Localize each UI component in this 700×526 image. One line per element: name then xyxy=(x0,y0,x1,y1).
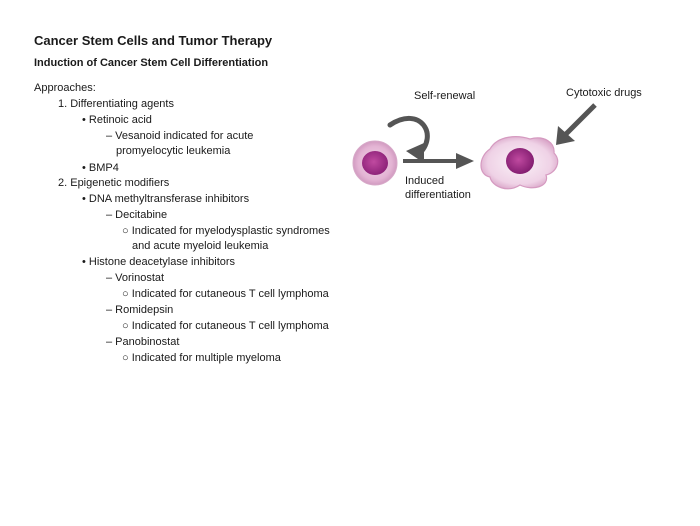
decitabine-item: – Decitabine xyxy=(106,209,168,221)
induced-differentiation-arrow xyxy=(403,153,474,169)
romidepsin-item: – Romidepsin xyxy=(106,304,174,316)
panobinostat-indication: ○ Indicated for multiple myeloma xyxy=(122,352,281,364)
vesanoid-item: – Vesanoid indicated for acute xyxy=(106,130,254,142)
vesanoid-item-cont: promyelocytic leukemia xyxy=(116,145,231,157)
approaches-heading: Approaches: xyxy=(34,82,96,94)
decitabine-indication-cont: and acute myeloid leukemia xyxy=(132,240,269,252)
decitabine-indication: ○ Indicated for myelodysplastic syndrome… xyxy=(122,225,330,237)
vorinostat-item: – Vorinostat xyxy=(106,272,165,284)
induced-differentiation-label-cont: differentiation xyxy=(405,189,471,201)
induced-differentiation-label: Induced xyxy=(405,175,445,187)
bmp4-item: • BMP4 xyxy=(82,162,119,174)
slide-subtitle: Induction of Cancer Stem Cell Differenti… xyxy=(34,57,269,69)
self-renewal-arrow xyxy=(387,116,430,163)
panobinostat-item: – Panobinostat xyxy=(106,336,180,348)
vorinostat-indication: ○ Indicated for cutaneous T cell lymphom… xyxy=(122,288,329,300)
cytotoxic-arrow xyxy=(556,103,597,145)
retinoic-acid-item: • Retinoic acid xyxy=(82,114,152,126)
differentiating-agents-item: 1. Differentiating agents xyxy=(58,98,174,110)
epigenetic-modifiers-item: 2. Epigenetic modifiers xyxy=(58,177,170,189)
self-renewal-label: Self-renewal xyxy=(414,90,476,102)
differentiation-diagram xyxy=(352,103,597,190)
stem-cell-icon xyxy=(352,140,398,186)
slide-title: Cancer Stem Cells and Tumor Therapy xyxy=(34,33,273,48)
romidepsin-indication: ○ Indicated for cutaneous T cell lymphom… xyxy=(122,320,329,332)
dnmt-inhibitors-item: • DNA methyltransferase inhibitors xyxy=(82,193,250,205)
hdac-inhibitors-item: • Histone deacetylase inhibitors xyxy=(82,256,236,268)
differentiated-cell-icon xyxy=(480,136,559,190)
cytotoxic-drugs-label: Cytotoxic drugs xyxy=(566,87,642,99)
